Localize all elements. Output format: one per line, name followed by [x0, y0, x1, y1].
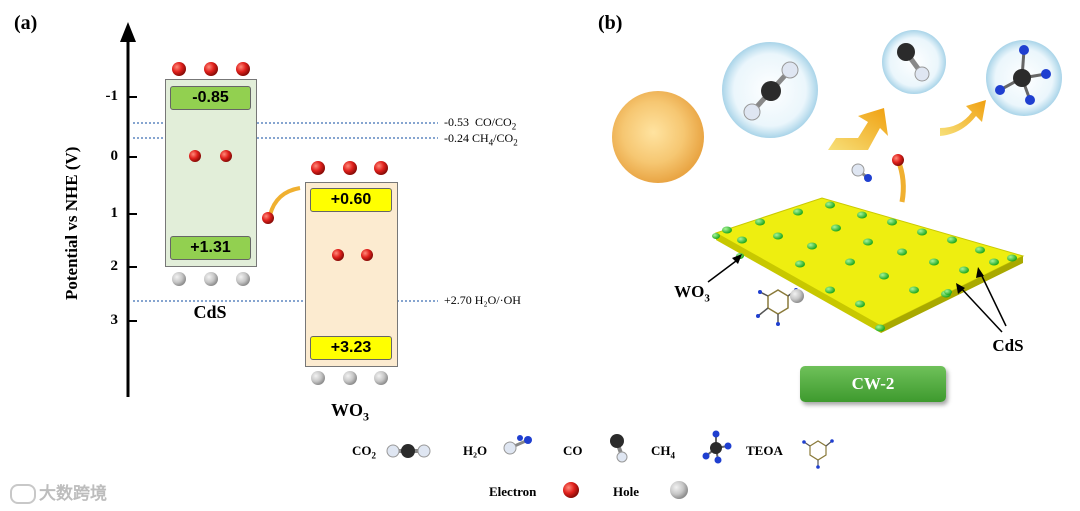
- legend-teoa-label: TEOA: [746, 443, 783, 458]
- potential-co-label: -0.53 CO/CO2: [444, 115, 517, 132]
- co2-molecule-icon: [743, 61, 799, 121]
- legend-co2-label: CO2: [352, 443, 376, 461]
- y-axis-title: Potential vs NHE (V): [62, 146, 81, 300]
- potential-ch4-label: -0.24 CH4/CO2: [444, 131, 518, 148]
- legend-electron-icon: [563, 482, 579, 498]
- ch4-molecule-icon: [995, 45, 1051, 105]
- legend-ch4-label: CH4: [651, 443, 675, 461]
- cds-conduction-band: -0.85: [170, 86, 251, 110]
- legend-hole-icon: [670, 481, 688, 499]
- y-axis-arrowhead: [120, 22, 136, 42]
- panel-label-b: (b): [598, 12, 623, 34]
- cds-particles: [712, 201, 1017, 332]
- sample-label-cw2: CW-2: [800, 366, 946, 402]
- electron-path-arrow: [895, 159, 906, 203]
- legend-co2-icon: [386, 444, 431, 458]
- tick-label: 0: [110, 148, 119, 164]
- legend-ch4-icon: [702, 430, 732, 464]
- cds-band-box: [165, 79, 257, 267]
- hole-icon: [790, 289, 804, 303]
- electron-icon: [892, 154, 904, 166]
- cds-label: CdS: [193, 302, 227, 322]
- tick-label: 3: [110, 312, 119, 328]
- label-pointer-arrows: [707, 257, 1007, 333]
- tick-label: -1: [105, 88, 119, 104]
- watermark: 大数跨境: [10, 479, 107, 504]
- redox-dotted-lines: [133, 122, 438, 302]
- reaction-arrow-icon: [828, 108, 888, 150]
- tick-label: 1: [110, 205, 119, 221]
- co-molecule-icon: [897, 43, 930, 82]
- potential-h2o-label: +2.70 H₂O/·OH: [444, 293, 521, 307]
- wo3-valence-band: +3.23: [310, 336, 392, 360]
- panel-label-a: (a): [14, 12, 38, 34]
- wo3-label: WO3: [330, 400, 369, 424]
- legend-electron-label: Electron: [489, 484, 537, 499]
- wo3-film-label: WO3: [674, 282, 710, 305]
- wo3-conduction-band: +0.60: [310, 188, 392, 212]
- legend-h2o-icon: [503, 435, 532, 455]
- legend-co-icon: [610, 434, 628, 463]
- legend-teoa-icon: [802, 439, 834, 469]
- legend-co-label: CO: [563, 443, 583, 458]
- watermark-logo-icon: [10, 484, 36, 504]
- transferring-electron: [262, 212, 274, 224]
- wo3-film-edge: [716, 233, 881, 333]
- y-axis-ticks: [128, 96, 137, 322]
- h2o-molecule-icon: [851, 163, 872, 182]
- wo3-film-edge: [881, 256, 1023, 333]
- reaction-arrow-icon: [940, 100, 986, 136]
- cds-particle-label: CdS: [992, 336, 1024, 355]
- sun-icon: [612, 91, 704, 183]
- cds-valence-band: +1.31: [170, 236, 251, 260]
- legend-hole-label: Hole: [613, 484, 639, 499]
- legend-h2o-label: H₂O: [463, 443, 488, 458]
- electron-transfer-arrow: [268, 186, 301, 216]
- tick-label: 2: [110, 258, 119, 274]
